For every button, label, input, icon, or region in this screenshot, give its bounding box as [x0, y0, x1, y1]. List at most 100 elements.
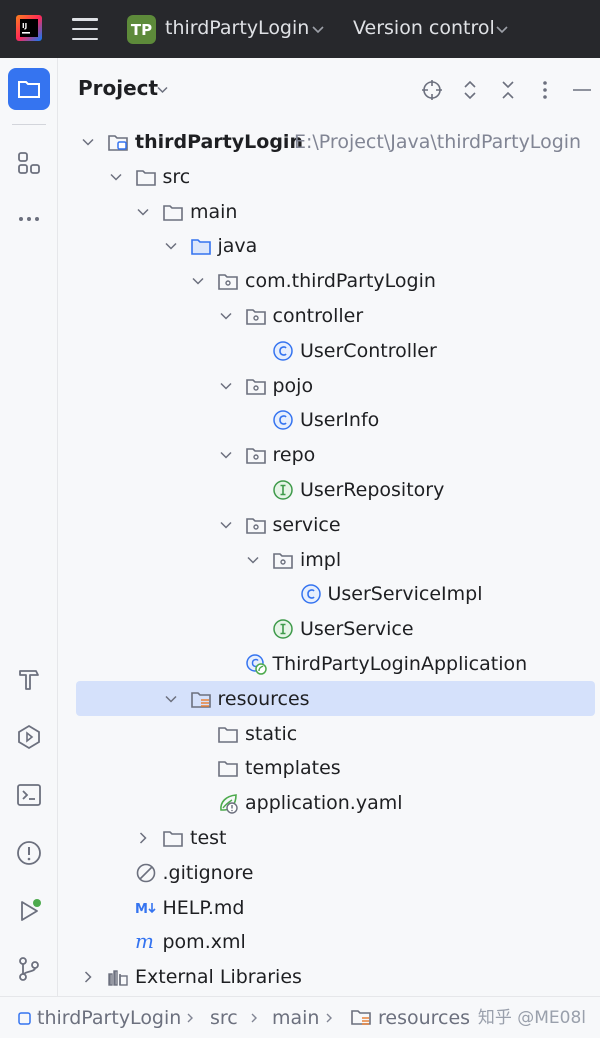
tree-item-label: UserServiceImpl: [327, 583, 483, 606]
ignore-file-icon: [136, 863, 155, 883]
chevron-down-icon[interactable]: [219, 518, 233, 532]
tree-row[interactable]: UserService: [58, 611, 600, 646]
chevron-down-icon[interactable]: [311, 22, 325, 36]
chevron-down-icon[interactable]: [219, 448, 233, 462]
chevron-down-icon[interactable]: [164, 692, 178, 706]
breadcrumb-item[interactable]: src: [210, 1007, 238, 1029]
tree-item-label: static: [245, 722, 298, 745]
tree-row[interactable]: UserInfo: [58, 402, 600, 437]
breadcrumb-item[interactable]: thirdPartyLogin: [37, 1007, 182, 1029]
expand-all-button[interactable]: [458, 78, 482, 102]
tree-row[interactable]: static: [58, 716, 600, 751]
tree-item-label: UserController: [300, 339, 437, 362]
title-bar: IJ TP thirdPartyLogin Version control: [0, 0, 600, 58]
tree-row[interactable]: templates: [58, 750, 600, 785]
version-control-menu[interactable]: Version control: [353, 17, 495, 39]
tree-row[interactable]: External Libraries: [58, 959, 600, 994]
tree-row[interactable]: impl: [58, 542, 600, 577]
tree-row[interactable]: pojo: [58, 368, 600, 403]
panel-title[interactable]: Project: [78, 76, 159, 100]
tree-row[interactable]: src: [58, 159, 600, 194]
tree-row[interactable]: UserRepository: [58, 472, 600, 507]
git-branch-icon: [19, 957, 39, 981]
tree-row[interactable]: resources: [76, 680, 595, 716]
hide-panel-button[interactable]: [570, 78, 594, 102]
markdown-icon: M: [135, 902, 156, 917]
resources-folder-icon: [190, 691, 211, 708]
chevron-down-icon[interactable]: [191, 274, 205, 288]
package-icon: [245, 378, 266, 395]
build-tool-button[interactable]: [8, 658, 50, 700]
locate-file-button[interactable]: [420, 78, 444, 102]
minimize-icon: [573, 89, 591, 91]
collapse-all-button[interactable]: [496, 78, 520, 102]
terminal-tool-button[interactable]: [8, 774, 50, 816]
tree-item-label: repo: [272, 444, 316, 467]
chevron-right-icon[interactable]: [136, 831, 150, 845]
watermark-text: 知乎 @ME08l: [477, 1008, 586, 1028]
tree-row[interactable]: repo: [58, 437, 600, 472]
project-badge[interactable]: TP: [127, 15, 156, 44]
chevron-right-icon: [251, 1013, 257, 1023]
tree-item-label: java: [217, 235, 258, 258]
breadcrumb-item[interactable]: resources: [378, 1007, 471, 1029]
more-tools-button[interactable]: [8, 198, 50, 240]
chevron-down-icon[interactable]: [136, 205, 150, 219]
chevron-down-icon[interactable]: [156, 83, 169, 96]
tree-row[interactable]: UserServiceImpl: [58, 576, 600, 611]
chevron-right-icon[interactable]: [81, 970, 95, 984]
package-icon: [218, 274, 238, 290]
services-tool-button[interactable]: [8, 716, 50, 758]
tree-row[interactable]: service: [58, 507, 600, 542]
chevron-down-icon[interactable]: [109, 170, 123, 184]
main-menu-button[interactable]: [72, 18, 98, 40]
tree-row[interactable]: test: [58, 820, 600, 855]
tree-row[interactable]: controller: [58, 298, 600, 333]
collapse-all-icon: [502, 81, 514, 99]
tree-item-label: test: [190, 827, 227, 849]
structure-tool-button[interactable]: [8, 142, 50, 184]
run-tool-button[interactable]: [8, 890, 50, 932]
tree-row[interactable]: com.thirdPartyLogin: [58, 263, 600, 298]
chevron-right-icon: [187, 1013, 193, 1023]
class-icon: [273, 410, 293, 431]
tree-row[interactable]: java: [58, 228, 600, 263]
chevron-down-icon[interactable]: [219, 379, 233, 393]
module-folder-icon: [108, 135, 128, 151]
git-tool-button[interactable]: [8, 948, 50, 990]
chevron-down-icon[interactable]: [81, 135, 95, 149]
chevron-down-icon[interactable]: [495, 22, 509, 36]
resources-folder-icon: [351, 1010, 371, 1025]
tree-item-label: UserRepository: [300, 479, 445, 501]
tree-row[interactable]: ThirdPartyLoginApplication: [58, 646, 600, 681]
project-switcher[interactable]: thirdPartyLogin: [165, 17, 310, 39]
class-icon: [300, 584, 321, 605]
terminal-icon: [17, 784, 41, 806]
chevron-down-icon[interactable]: [219, 309, 233, 323]
tree-item-label: controller: [272, 305, 364, 327]
tree-row[interactable]: .gitignore: [58, 855, 600, 890]
tree-row[interactable]: UserController: [58, 333, 600, 368]
strip-divider: [12, 124, 46, 125]
run-icon: [21, 899, 41, 921]
chevron-down-icon[interactable]: [164, 239, 178, 253]
tree-row[interactable]: main: [58, 194, 600, 229]
hammer-icon: [19, 670, 39, 690]
package-icon: [245, 309, 266, 325]
tree-item-label: service: [272, 513, 341, 536]
chevron-down-icon[interactable]: [246, 553, 260, 567]
tree-item-label: UserService: [300, 618, 414, 641]
options-button[interactable]: [533, 78, 557, 102]
folder-icon: [163, 204, 183, 221]
problems-tool-button[interactable]: [8, 832, 50, 874]
intellij-logo-icon[interactable]: IJ: [16, 15, 42, 41]
tree-item-label: External Libraries: [135, 966, 302, 989]
tree-row[interactable]: application.yaml: [58, 785, 600, 820]
project-tool-button[interactable]: [8, 68, 50, 110]
spring-app-class-icon: [245, 654, 267, 675]
tree-item-label: src: [162, 165, 191, 188]
breadcrumb-item[interactable]: main: [272, 1007, 320, 1029]
